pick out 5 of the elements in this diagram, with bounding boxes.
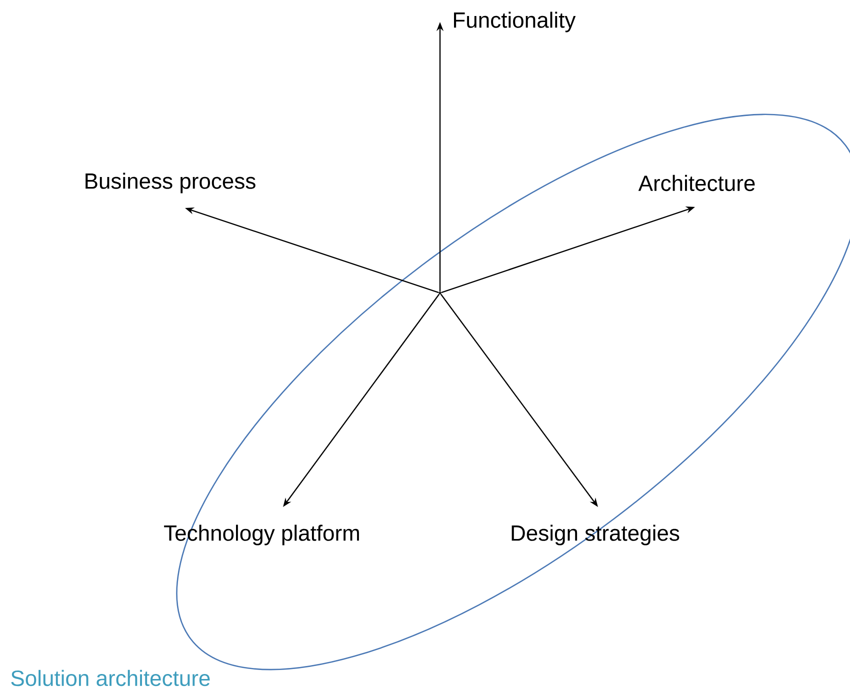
axis-label: Architecture (638, 174, 755, 192)
axis-label: Functionality (454, 12, 576, 32)
axis-label: Business process (86, 172, 256, 194)
junction-point (438, 292, 442, 294)
ellipse-label: Solution architecture (11, 670, 210, 686)
